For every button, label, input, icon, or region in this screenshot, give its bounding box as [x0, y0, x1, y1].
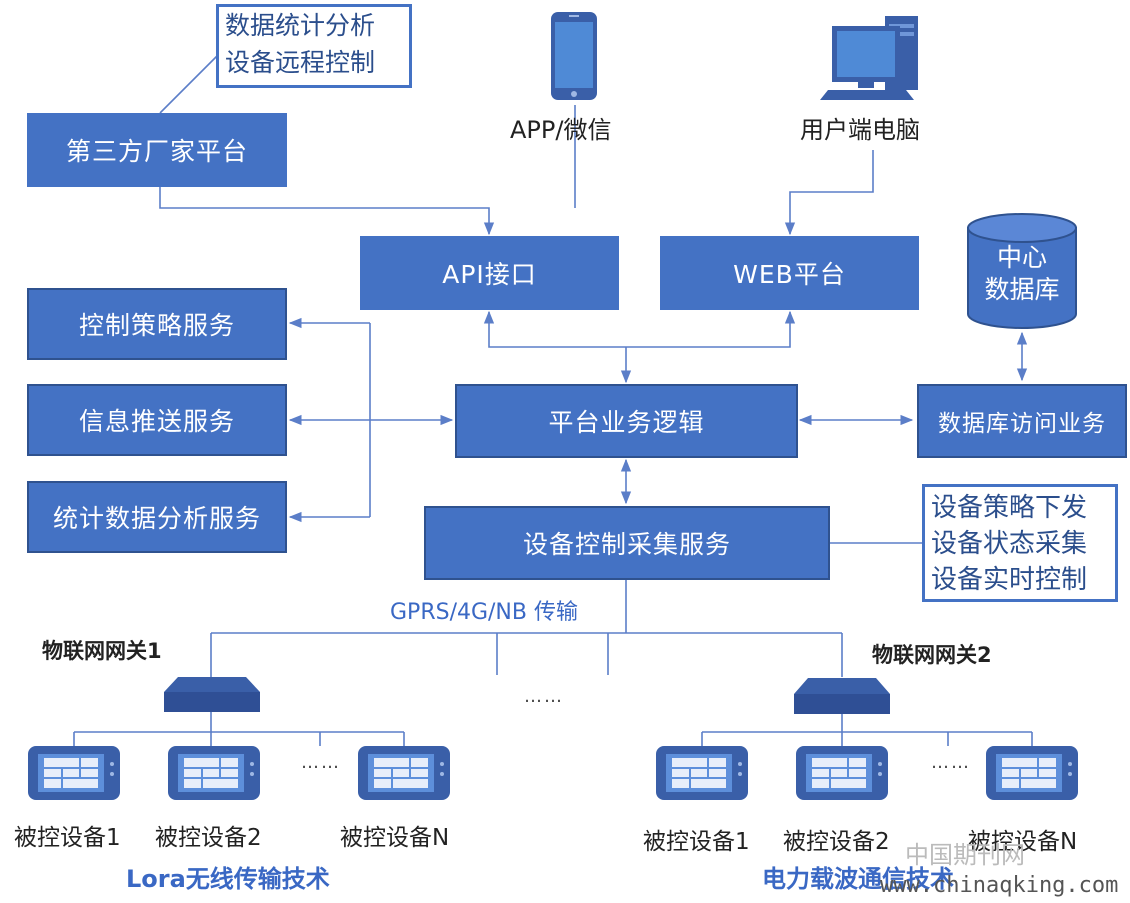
- control-strategy-service-box: 控制策略服务: [27, 288, 287, 360]
- left-device-2-label: 被控设备2: [155, 825, 262, 851]
- watermark-url: www.chinaqking.com: [880, 873, 1119, 898]
- device-icon-right-2: [796, 746, 888, 800]
- database-access-service-box: 数据库访问业务: [917, 384, 1127, 458]
- web-platform-box: WEB平台: [660, 236, 919, 310]
- plc-tech-label: 电力载波通信技术: [762, 865, 954, 893]
- third-party-capabilities-note: 数据统计分析 设备远程控制: [216, 4, 412, 88]
- right-device-2-label: 被控设备2: [783, 829, 890, 855]
- lora-tech-label: Lora无线传输技术: [126, 865, 330, 893]
- watermark-cn: 中国期刊网: [905, 841, 1025, 869]
- left-device-1-label: 被控设备1: [14, 825, 121, 851]
- statistics-analysis-service-box: 统计数据分析服务: [27, 481, 287, 553]
- middle-ellipsis: ……: [524, 686, 564, 707]
- device-icon-left-2: [168, 746, 260, 800]
- transport-label: GPRS/4G/NB 传输: [390, 600, 578, 625]
- right-devices-ellipsis: ……: [931, 752, 971, 773]
- right-device-n-label: 被控设备N: [968, 829, 1078, 855]
- platform-business-logic-box: 平台业务逻辑: [455, 384, 798, 458]
- device-icon-left-1: [28, 746, 120, 800]
- api-interface-box: API接口: [360, 236, 619, 310]
- info-push-service-box: 信息推送服务: [27, 384, 287, 456]
- central-database-label: 中心 数据库: [984, 243, 1060, 304]
- device-icon-right-1: [656, 746, 748, 800]
- device-control-collection-box: 设备控制采集服务: [424, 506, 830, 580]
- pc-label: 用户端电脑: [800, 116, 920, 144]
- right-device-1-label: 被控设备1: [643, 829, 750, 855]
- device-capabilities-note: 设备策略下发 设备状态采集 设备实时控制: [922, 484, 1118, 602]
- left-devices-ellipsis: ……: [301, 752, 341, 773]
- left-device-n-label: 被控设备N: [340, 825, 450, 851]
- gateway-1-label: 物联网网关1: [42, 639, 162, 663]
- device-icon-right-n: [986, 746, 1078, 800]
- gateway-2-label: 物联网网关2: [872, 643, 992, 667]
- app-label: APP/微信: [510, 116, 612, 144]
- third-party-platform-box: 第三方厂家平台: [27, 113, 287, 187]
- device-icon-left-n: [358, 746, 450, 800]
